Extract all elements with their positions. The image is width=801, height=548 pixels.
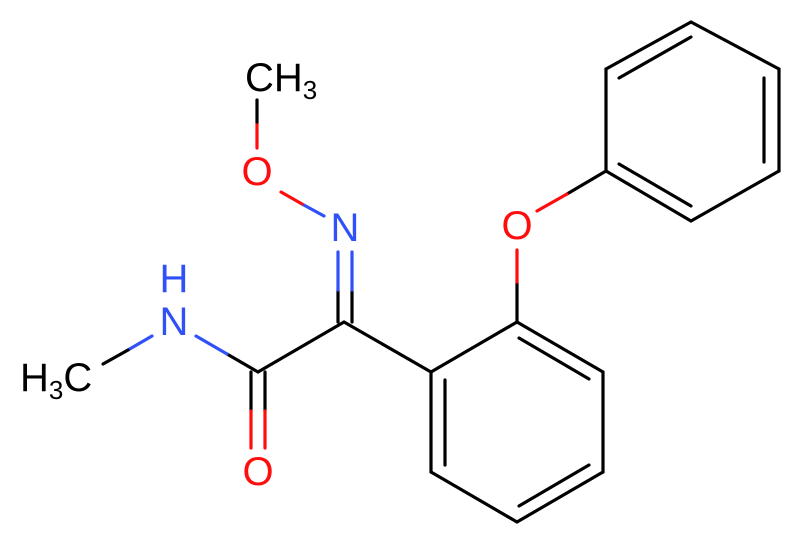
ether-oxygen-label: O — [501, 204, 532, 248]
phenyl-ring-top — [604, 20, 781, 223]
amide-bonds — [101, 334, 260, 374]
carbonyl-double-bond — [249, 370, 267, 450]
methoxy-bonds — [255, 98, 326, 218]
ether-bonds — [515, 169, 608, 324]
imine-nitrogen-label: N — [331, 206, 360, 250]
methoxy-oxygen-label: O — [241, 150, 272, 194]
carbonyl-oxygen-label: O — [242, 450, 273, 494]
amide-nitrogen-label: N — [160, 300, 189, 344]
amide-hydrogen-label: H — [160, 257, 189, 301]
phenyl-ring-bottom — [429, 320, 605, 524]
methyl-left-label: H3C — [20, 356, 92, 405]
imine-double-bond — [336, 250, 354, 324]
ring-to-imine-carbon-bond — [342, 320, 433, 374]
methyl-top-label: CH3 — [245, 56, 317, 105]
imine-to-carbonyl-bond — [256, 320, 346, 374]
